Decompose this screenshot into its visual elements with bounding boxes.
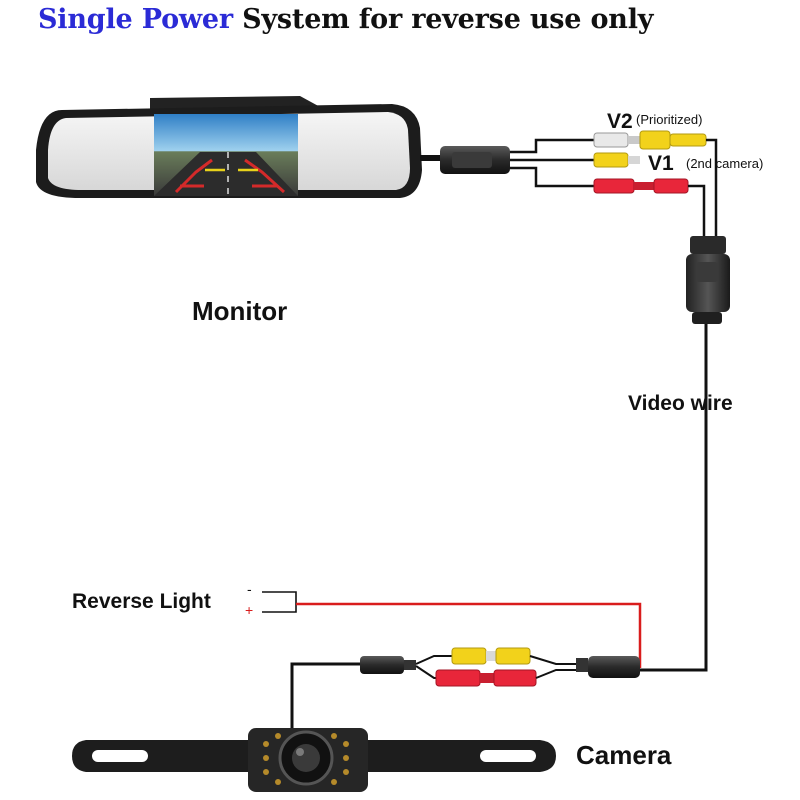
license-plate-camera bbox=[72, 728, 556, 792]
minus-sign: - bbox=[247, 581, 252, 597]
v2-label: V2 bbox=[607, 110, 633, 133]
camera-harness bbox=[290, 647, 640, 735]
v1-label: V1 bbox=[648, 152, 674, 175]
v2-note: (Prioritized) bbox=[636, 112, 703, 127]
monitor-screen bbox=[154, 114, 298, 196]
page-title: Single Power System for reverse use only bbox=[38, 4, 653, 35]
red-rca-connector bbox=[593, 178, 689, 194]
plus-sign: + bbox=[245, 602, 254, 618]
monitor-mirror bbox=[36, 96, 422, 198]
monitor-label: Monitor bbox=[192, 296, 288, 326]
video-wire-label: Video wire bbox=[628, 392, 733, 415]
title-rest: System for reverse use only bbox=[232, 4, 654, 35]
reverse-light-label: Reverse Light bbox=[72, 590, 211, 613]
v1-note: (2nd camera) bbox=[686, 156, 764, 171]
video-wire-connector bbox=[686, 236, 730, 324]
camera-label: Camera bbox=[576, 740, 672, 770]
video-wire bbox=[640, 324, 708, 672]
reverse-light-wire bbox=[262, 591, 642, 668]
v1-rca-connector bbox=[593, 152, 640, 168]
title-highlight: Single Power bbox=[38, 4, 233, 35]
